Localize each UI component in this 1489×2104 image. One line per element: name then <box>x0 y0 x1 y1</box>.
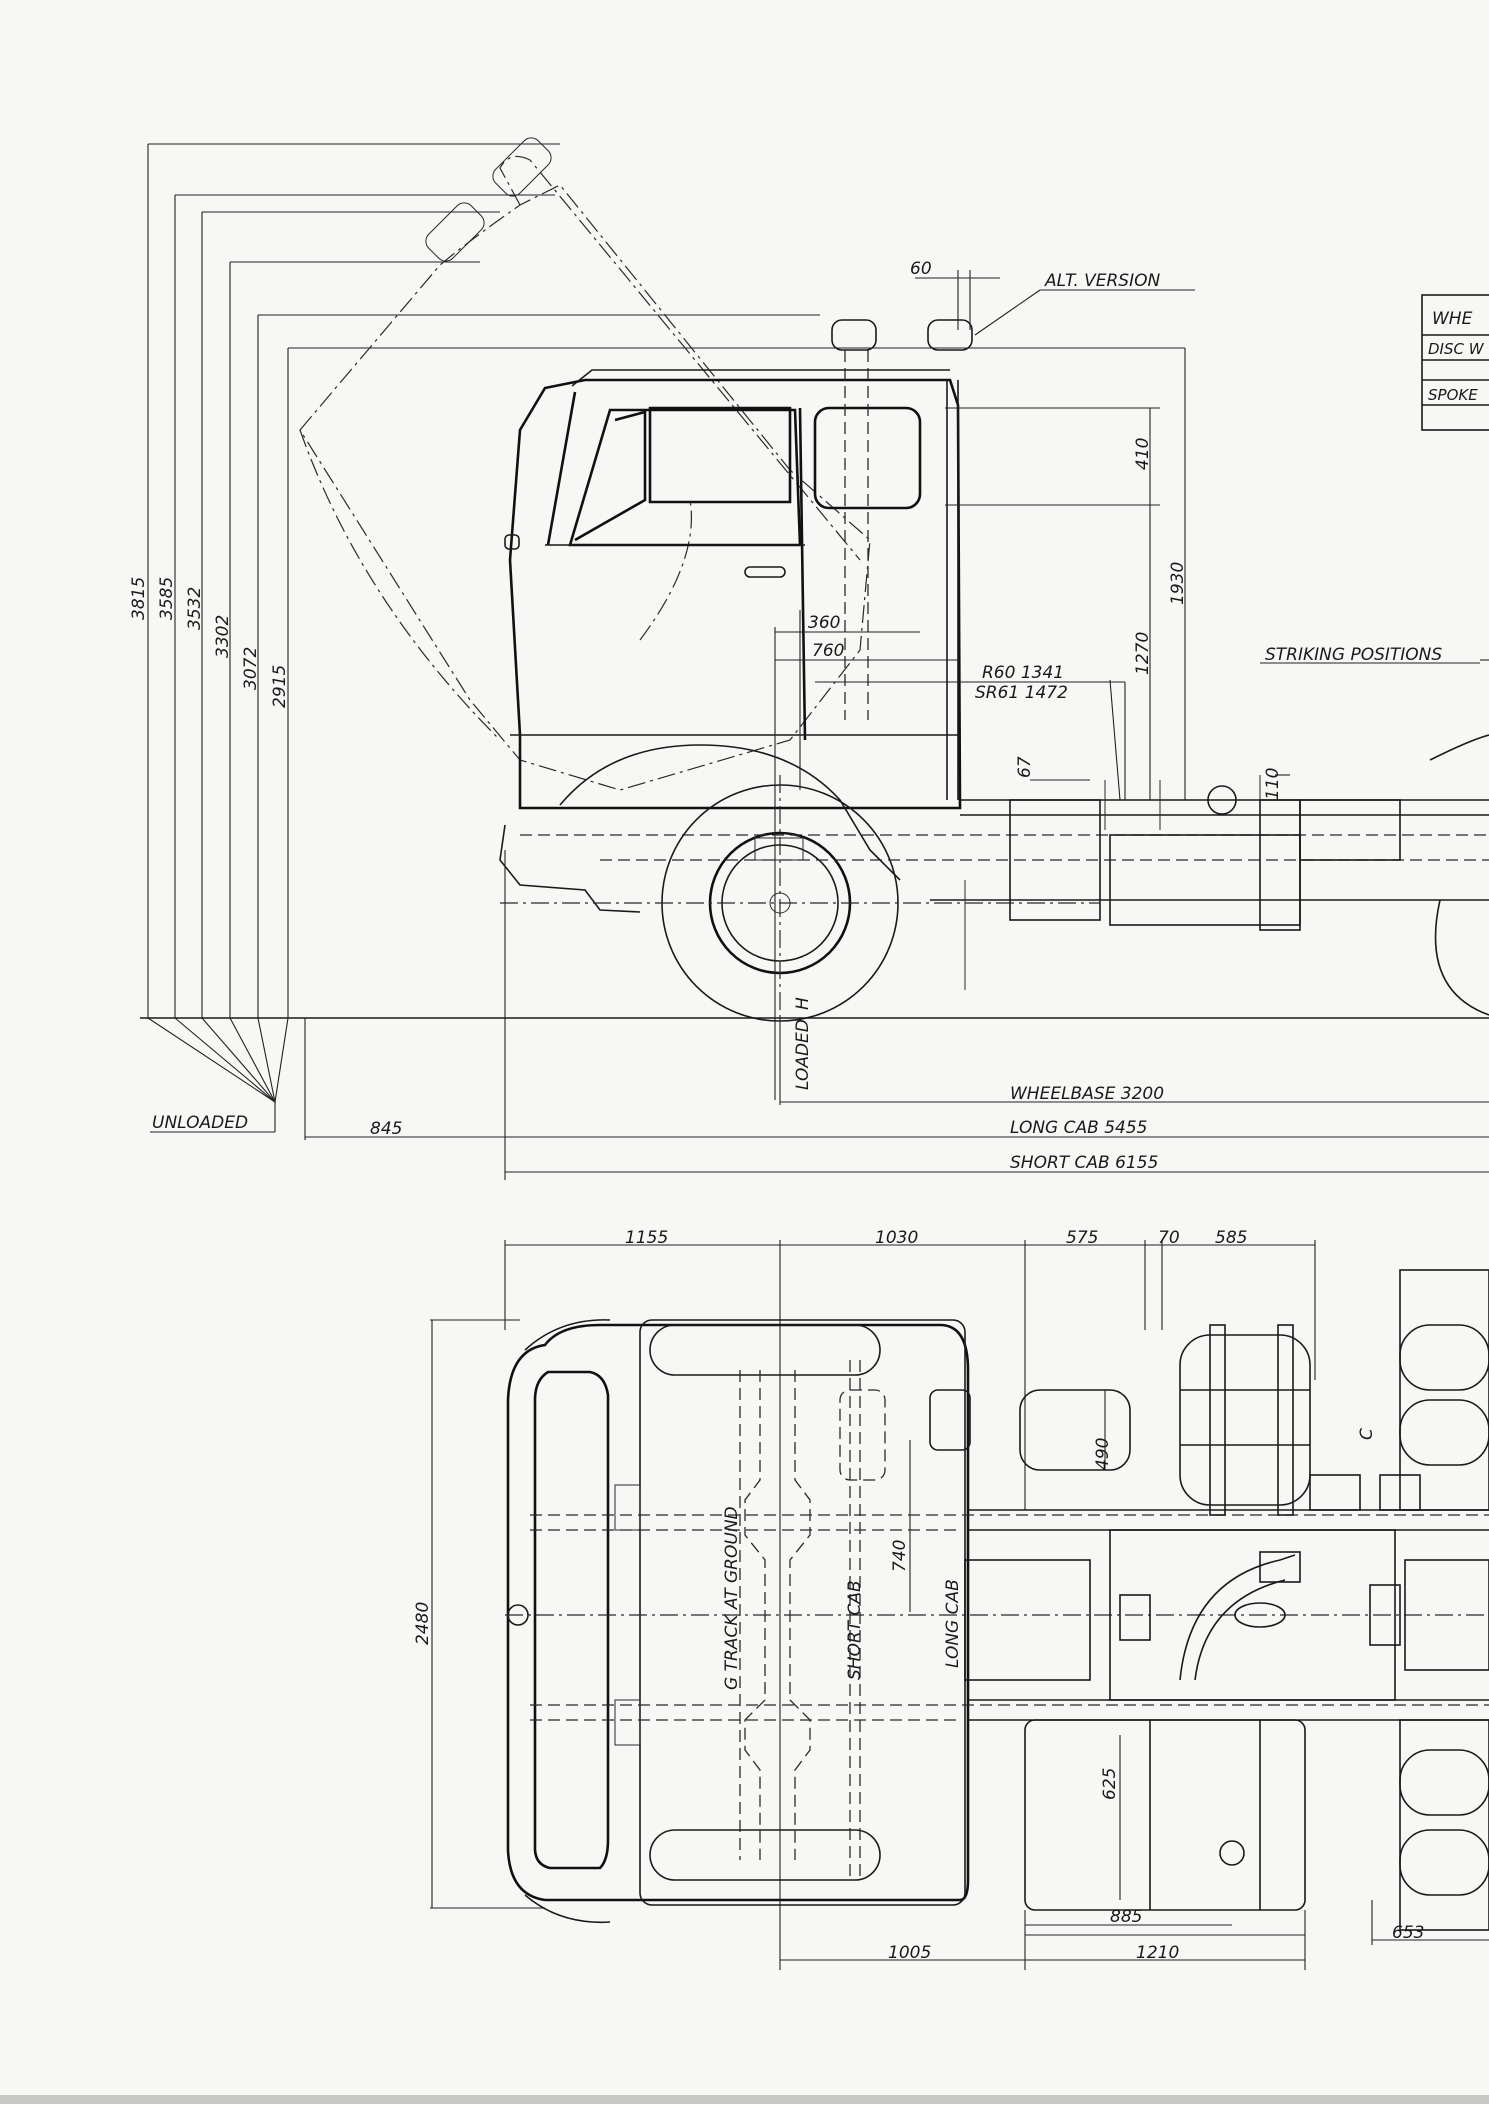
label-c: C <box>1357 1428 1377 1440</box>
label-long-cab: LONG CAB <box>943 1579 963 1668</box>
label-alt-version: ALT. VERSION <box>1044 271 1160 291</box>
label-h: H <box>793 997 813 1010</box>
dim-short-cab: SHORT CAB 6155 <box>1010 1153 1158 1173</box>
dim-885: 885 <box>1110 1907 1142 1927</box>
height-label-3302: 3302 <box>213 615 233 658</box>
wheel-table-row-disc: DISC W <box>1428 340 1485 358</box>
height-label-3815: 3815 <box>129 577 149 620</box>
plan-top-dimensions <box>504 1240 1316 1970</box>
dim-575: 575 <box>1066 1228 1098 1248</box>
dim-long-cab: LONG CAB 5455 <box>1010 1118 1147 1138</box>
dim-653: 653 <box>1392 1923 1424 1943</box>
dim-740: 740 <box>890 1540 910 1572</box>
label-striking-positions: STRIKING POSITIONS <box>1265 645 1442 665</box>
plan-view: 1155 1030 575 70 585 2480 <box>413 1228 1489 1970</box>
dim-1155: 1155 <box>625 1228 668 1248</box>
front-axle-plan <box>530 1360 1489 1880</box>
dim-sr61: SR61 1472 <box>975 683 1068 703</box>
height-label-2915: 2915 <box>270 665 290 708</box>
wheel-table <box>1421 294 1489 431</box>
wheel-table-header: WHE <box>1432 309 1473 329</box>
length-dimensions <box>304 850 1489 1180</box>
cab-body <box>504 369 962 810</box>
chassis-side <box>520 734 1489 1016</box>
dim-760: 760 <box>812 641 844 661</box>
dim-r60: R60 1341 <box>982 663 1064 683</box>
dim-845: 845 <box>370 1119 402 1139</box>
dim-1005: 1005 <box>888 1943 931 1963</box>
chassis-plan <box>964 1269 1489 1931</box>
dim-60: 60 <box>910 259 932 279</box>
cab-plan-outline <box>505 1319 1489 1924</box>
plan-bottom-dimensions <box>780 1900 1489 1970</box>
label-unloaded: UNLOADED <box>152 1113 248 1133</box>
dim-wheelbase: WHEELBASE 3200 <box>1010 1084 1164 1104</box>
page-edge <box>0 2095 1489 2104</box>
dim-625: 625 <box>1100 1768 1120 1800</box>
height-label-3585: 3585 <box>157 577 177 620</box>
front-wheel-group <box>499 744 1100 1022</box>
dim-67: 67 <box>1015 756 1035 778</box>
dim-490: 490 <box>1093 1438 1113 1470</box>
label-short-cab: SHORT CAB <box>845 1580 865 1680</box>
dim-70: 70 <box>1158 1228 1180 1248</box>
label-loaded: LOADED <box>793 1019 813 1090</box>
side-view: 3815 3585 3532 3302 3072 2915 UNLOADED <box>129 137 1489 1180</box>
dim-585: 585 <box>1215 1228 1247 1248</box>
dim-1210: 1210 <box>1136 1943 1179 1963</box>
height-label-3072: 3072 <box>241 647 261 690</box>
tilted-cab-outline <box>299 137 871 791</box>
dim-410: 410 <box>1133 438 1153 470</box>
dim-1030: 1030 <box>875 1228 918 1248</box>
dim-360: 360 <box>808 613 840 633</box>
dim-1270: 1270 <box>1133 632 1153 675</box>
cab-dimensions <box>774 270 1489 1100</box>
wheel-table-row-spoke: SPOKE <box>1428 386 1478 404</box>
height-label-3532: 3532 <box>185 587 205 630</box>
exhaust-stacks <box>831 280 973 720</box>
dim-2480: 2480 <box>413 1602 433 1645</box>
dim-1930: 1930 <box>1168 562 1188 605</box>
label-g-track: G TRACK AT GROUND <box>722 1506 742 1690</box>
height-dimensions <box>147 143 1185 1133</box>
dim-110: 110 <box>1263 768 1283 800</box>
